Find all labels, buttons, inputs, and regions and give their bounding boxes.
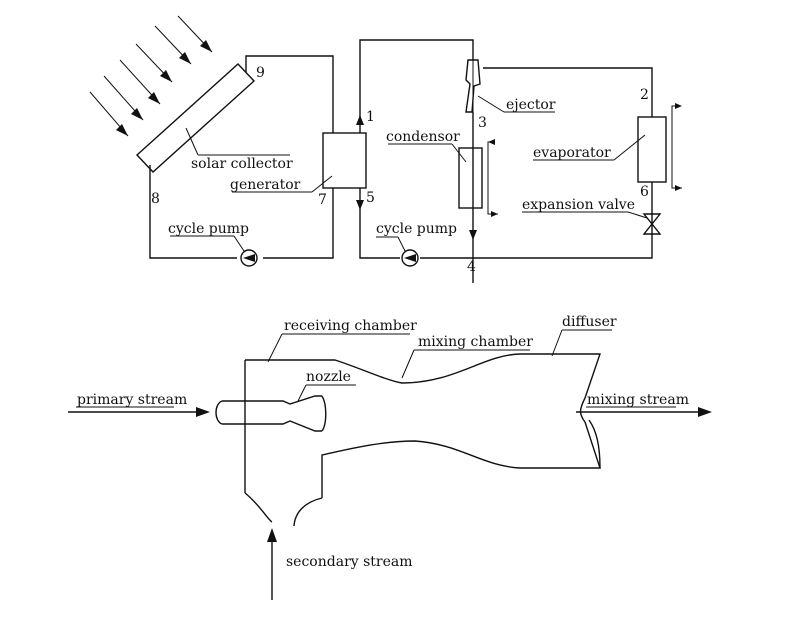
sun-rays bbox=[89, 15, 213, 137]
condensor-unit bbox=[458, 139, 498, 217]
label-evaporator: evaporator bbox=[533, 145, 611, 161]
state-point-7: 7 bbox=[318, 192, 327, 208]
ejector-body-outline bbox=[244, 353, 601, 527]
stream-arrows bbox=[68, 407, 712, 600]
label-cycle-pump-right: cycle pump bbox=[376, 221, 457, 237]
state-point-3: 3 bbox=[478, 115, 487, 131]
state-point-5: 5 bbox=[366, 190, 375, 206]
refrigeration-cycle: solar collector generator cycle pump cyc… bbox=[89, 15, 682, 283]
state-point-6: 6 bbox=[640, 184, 649, 200]
ejector-loop-pipes bbox=[356, 39, 653, 283]
label-receiving-chamber: receiving chamber bbox=[284, 318, 417, 334]
label-mixing-chamber: mixing chamber bbox=[418, 334, 533, 350]
label-mixing-stream: mixing stream bbox=[587, 392, 689, 408]
generator-box bbox=[322, 132, 367, 189]
label-cycle-pump-left: cycle pump bbox=[168, 221, 249, 237]
collector-loop-pipes bbox=[149, 55, 334, 259]
detail-leader-lines bbox=[76, 329, 676, 408]
cycle-pump-left bbox=[240, 249, 258, 267]
label-nozzle: nozzle bbox=[306, 369, 351, 385]
state-point-9: 9 bbox=[256, 65, 265, 81]
ejector-symbol bbox=[465, 59, 481, 113]
label-secondary-stream: secondary stream bbox=[286, 554, 413, 570]
solar-collector-panel bbox=[135, 63, 256, 173]
evaporator-unit bbox=[637, 103, 682, 191]
label-ejector: ejector bbox=[506, 97, 556, 113]
label-diffuser: diffuser bbox=[562, 314, 617, 330]
leader-lines bbox=[170, 95, 648, 252]
state-point-1: 1 bbox=[366, 109, 375, 125]
state-point-8: 8 bbox=[151, 191, 160, 207]
label-expansion-valve: expansion valve bbox=[522, 197, 635, 213]
state-point-4: 4 bbox=[467, 259, 476, 275]
ejector-detail: receiving chamber mixing chamber diffuse… bbox=[68, 314, 712, 600]
label-primary-stream: primary stream bbox=[77, 392, 187, 408]
expansion-valve-symbol bbox=[642, 213, 662, 235]
state-point-2: 2 bbox=[640, 87, 649, 103]
nozzle-assembly bbox=[215, 395, 327, 432]
cycle-pump-right bbox=[401, 249, 419, 267]
label-solar-collector: solar collector bbox=[191, 156, 293, 172]
label-generator: generator bbox=[230, 177, 301, 193]
label-condensor: condensor bbox=[386, 129, 460, 145]
